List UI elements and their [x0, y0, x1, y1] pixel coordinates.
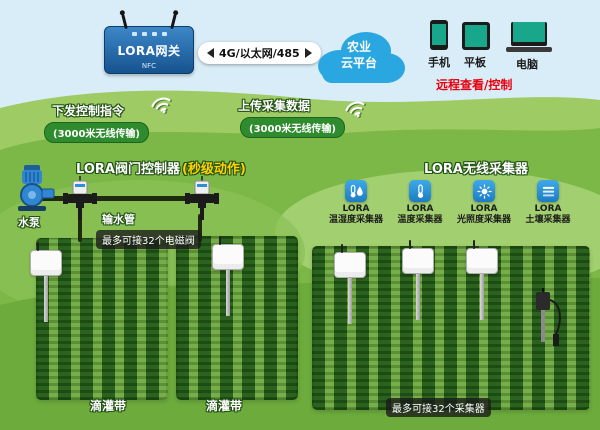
field-collector-box — [466, 240, 498, 320]
solenoid-valve-icon — [184, 176, 220, 224]
collector-label: LORA 温度采集器 — [397, 204, 443, 226]
water-pipe-horizontal — [40, 196, 218, 201]
downlink-range-badge: (3000米无线传输) — [44, 122, 149, 143]
phone-icon — [430, 20, 448, 50]
collector-label: LORA 温湿度采集器 — [328, 204, 383, 226]
valve-controller-box — [212, 236, 244, 316]
water-pipe-drop — [78, 214, 82, 242]
valve-controller-box — [30, 242, 62, 322]
collector-label: LORA 土壤采集器 — [525, 204, 571, 226]
drip-tape-label: 滴灌带 — [206, 399, 243, 413]
cloud-platform-label: 农业 云平台 — [340, 40, 377, 70]
antenna-icon — [409, 240, 411, 249]
field-collector-box — [402, 240, 434, 320]
downlink-label: 下发控制指令 — [52, 104, 125, 118]
wifi-signal-icon — [341, 95, 372, 126]
sun-icon — [473, 180, 495, 202]
collector-section-title: LORA无线采集器 — [424, 162, 528, 177]
antenna-icon — [37, 242, 39, 251]
antenna-icon — [473, 240, 475, 249]
antenna-icon — [219, 236, 221, 245]
link-type-pill: 4G/以太网/485 — [198, 42, 321, 64]
collector-temperature: LORA 温度采集器 — [388, 180, 452, 227]
arrow-left-icon — [207, 48, 214, 58]
antenna-icon — [341, 244, 343, 253]
pump-label: 水泵 — [18, 216, 40, 229]
solenoid-valve-icon — [62, 176, 98, 224]
laptop-icon — [506, 20, 552, 52]
gateway-sub-label: NFC — [141, 62, 157, 70]
collector-light: LORA 光照度采集器 — [452, 180, 516, 227]
field-collector-box — [334, 244, 366, 324]
computer-label: 电脑 — [516, 58, 538, 71]
link-label: 4G/以太网/485 — [219, 47, 300, 60]
lora-gateway-device: LORA网关 NFC — [104, 13, 194, 74]
valve-section-title: LORA阀门控制器(秒级动作) — [76, 162, 246, 177]
gateway-status-icons — [105, 32, 193, 36]
soil-layers-icon — [537, 180, 559, 202]
arrow-right-icon — [304, 48, 312, 58]
collector-temp-humidity: LORA 温湿度采集器 — [324, 180, 388, 227]
water-pipe-drop — [198, 214, 202, 242]
temperature-icon — [409, 180, 431, 202]
wifi-signal-icon — [147, 91, 178, 122]
water-pump-icon — [12, 164, 56, 218]
soil-sensor-icon — [532, 288, 572, 354]
collector-capacity-badge: 最多可接32个采集器 — [386, 398, 491, 417]
tablet-label: 平板 — [464, 56, 486, 69]
gateway-label: LORA网关 — [117, 44, 181, 58]
cloud-platform-icon: 农业 云平台 — [310, 26, 408, 88]
pipe-label: 输水管 — [102, 213, 135, 226]
collector-soil: LORA 土壤采集器 — [516, 180, 580, 227]
remote-control-label: 远程查看/控制 — [436, 78, 513, 92]
tablet-icon — [462, 22, 490, 50]
temp-humidity-icon — [345, 180, 367, 202]
valve-capacity-badge: 最多可接32个电磁阀 — [96, 230, 201, 249]
phone-label: 手机 — [428, 56, 450, 69]
collector-label: LORA 光照度采集器 — [456, 204, 511, 226]
drip-tape-label: 滴灌带 — [90, 399, 127, 413]
uplink-label: 上传采集数据 — [238, 99, 311, 113]
uplink-range-badge: (3000米无线传输) — [240, 117, 345, 138]
